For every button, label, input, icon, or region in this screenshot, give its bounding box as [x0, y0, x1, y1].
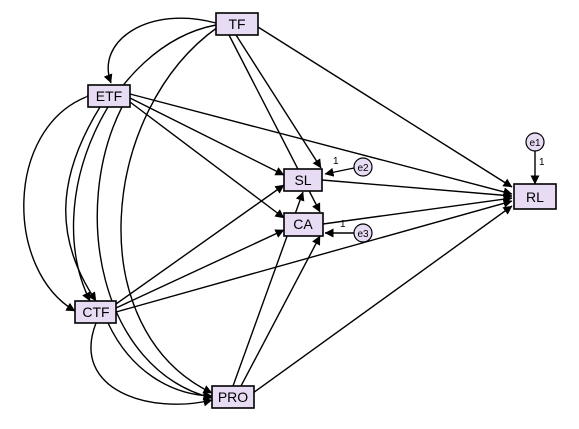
error-e3-label: e3: [357, 229, 369, 240]
error-e3: e3: [353, 223, 373, 243]
loading-e1: 1: [539, 157, 545, 168]
cov-tf-ctf: [72, 18, 226, 302]
cov-ctf-pro-inner: [100, 313, 213, 401]
error-e2: e2: [353, 157, 373, 177]
node-ca: CA: [283, 212, 324, 237]
node-sl-label: SL: [294, 172, 311, 188]
node-etf: ETF: [87, 84, 131, 108]
loading-e2: 1: [333, 156, 339, 167]
path-ctf-rl: [115, 198, 513, 313]
cov-tf-etf: [103, 17, 226, 84]
path-etf-ca: [129, 101, 285, 219]
path-ca-rl: [322, 194, 513, 225]
path-tf-sl: [235, 34, 322, 169]
path-tf-rl: [257, 26, 513, 188]
path-sl-rl: [321, 179, 513, 200]
cov-tf-pro: [120, 18, 228, 394]
node-tf: TF: [215, 12, 259, 36]
path-etf-sl: [129, 97, 285, 176]
node-tf-label: TF: [228, 16, 245, 32]
node-rl: RL: [513, 183, 557, 210]
error-paths: [324, 151, 540, 238]
node-etf-label: ETF: [96, 88, 122, 104]
node-ctf-label: CTF: [82, 304, 109, 320]
node-sl: SL: [283, 168, 323, 192]
cov-etf-ctf-inner: [65, 97, 109, 302]
node-rl-label: RL: [526, 189, 544, 205]
error-e1-label: e1: [529, 138, 541, 149]
covariance-arcs: [23, 17, 228, 407]
path-ctf-sl: [115, 184, 285, 305]
regression-paths: [115, 26, 513, 394]
cov-etf-ctf-outer: [23, 89, 96, 312]
node-ctf: CTF: [74, 300, 117, 324]
node-pro: PRO: [211, 385, 255, 409]
path-e2-sl: [324, 167, 355, 177]
loading-e3: 1: [340, 219, 346, 230]
path-pro-ca: [240, 235, 321, 387]
node-ca-label: CA: [293, 216, 313, 232]
path-pro-rl: [252, 205, 513, 394]
path-ctf-ca: [115, 229, 285, 309]
error-e2-label: e2: [357, 163, 369, 174]
node-pro-label: PRO: [218, 389, 248, 405]
error-e1: e1: [525, 132, 545, 152]
path-etf-rl: [129, 93, 513, 197]
